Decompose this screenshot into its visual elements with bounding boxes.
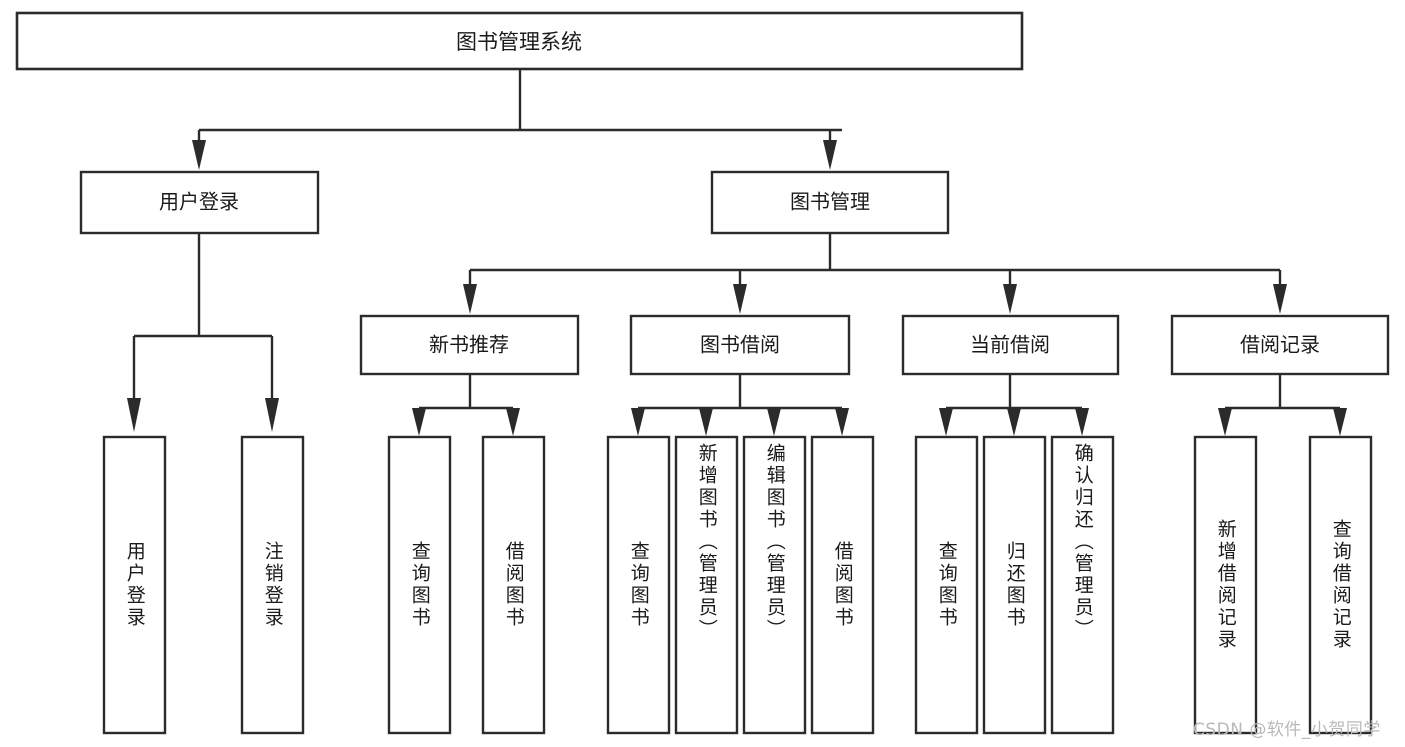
connector-borrow-to-leaves (631, 374, 849, 436)
node-current-borrow[interactable]: 当前借阅 (901, 314, 1120, 376)
leaf-box-4[interactable] (606, 435, 671, 735)
node-root[interactable]: 图书管理系统 (15, 11, 1024, 71)
leaf-box-0[interactable] (102, 435, 167, 735)
leaf-box-5[interactable] (674, 435, 739, 735)
leaf-box-12[interactable] (1308, 435, 1373, 735)
node-new-book-recommend-label: 新书推荐 (429, 333, 509, 357)
node-current-borrow-label: 当前借阅 (970, 333, 1050, 357)
leaf-box-3[interactable] (481, 435, 546, 735)
node-book-management-label: 图书管理 (790, 190, 870, 214)
leaf-box-2[interactable] (387, 435, 452, 735)
leaf-box-6[interactable] (742, 435, 807, 735)
node-borrow-records-label: 借阅记录 (1240, 333, 1320, 357)
node-user-login[interactable]: 用户登录 (79, 170, 320, 235)
node-borrow-records[interactable]: 借阅记录 (1170, 314, 1390, 376)
csdn-watermark: CSDN @软件_小贺同学 (1193, 720, 1381, 740)
leaf-box-10[interactable] (1050, 435, 1115, 735)
leaf-box-1[interactable] (240, 435, 305, 735)
connector-records-to-leaves (1218, 374, 1347, 436)
connector-bookmgmt-to-level3 (463, 233, 1287, 314)
node-book-borrow-label: 图书借阅 (700, 333, 780, 357)
connector-userlogin-to-leaves (127, 233, 279, 432)
leaf-box-8[interactable] (914, 435, 979, 735)
node-user-login-label: 用户登录 (159, 190, 239, 214)
leaf-box-11[interactable] (1193, 435, 1258, 735)
leaf-box-9[interactable] (982, 435, 1047, 735)
leaf-box-7[interactable] (810, 435, 875, 735)
node-root-label: 图书管理系统 (456, 30, 582, 54)
node-book-borrow[interactable]: 图书借阅 (629, 314, 851, 376)
connector-root-to-level2 (192, 69, 842, 170)
node-book-management[interactable]: 图书管理 (710, 170, 950, 235)
connector-current-to-leaves (939, 374, 1089, 436)
connector-newbook-to-leaves (412, 374, 520, 436)
node-new-book-recommend[interactable]: 新书推荐 (359, 314, 580, 376)
